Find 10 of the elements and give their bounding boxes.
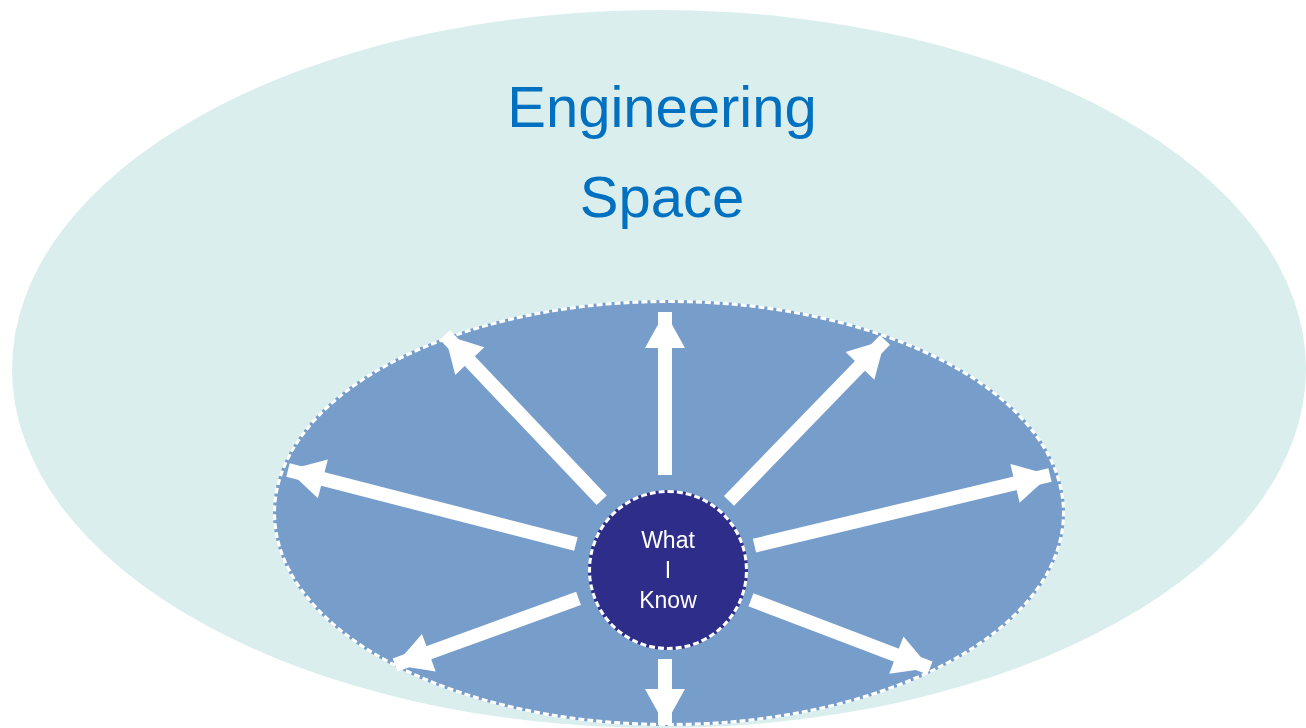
arrow — [645, 312, 685, 475]
arrow — [645, 659, 685, 725]
arrow — [286, 459, 578, 551]
arrow — [439, 330, 607, 506]
arrow — [752, 463, 1052, 553]
arrow — [724, 335, 891, 506]
arrow — [392, 591, 581, 672]
circle-label: What I Know — [638, 526, 698, 615]
arrow — [748, 593, 933, 675]
space-title: Engineering Space — [506, 73, 818, 231]
